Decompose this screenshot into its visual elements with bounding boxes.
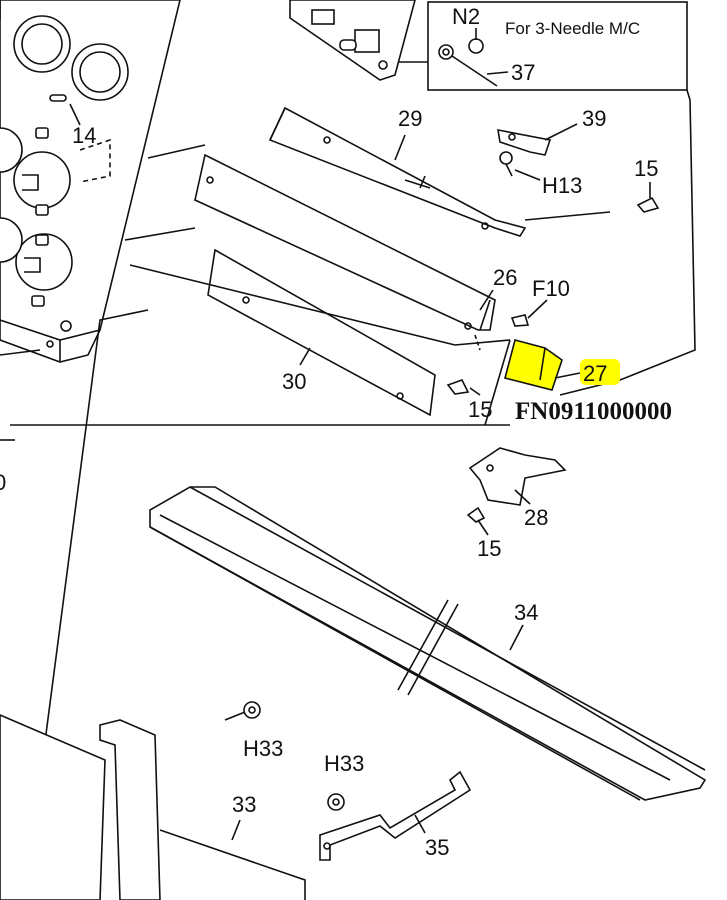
- label-h33-b: H33: [324, 751, 364, 776]
- label-14: 14: [72, 123, 96, 148]
- label-15-top: 15: [634, 156, 658, 181]
- control-panel: [0, 0, 181, 441]
- inset-box: [398, 1, 696, 396]
- part-27-label-highlight: [580, 359, 620, 385]
- label-15-mid: 15: [468, 397, 492, 422]
- callout-labels: N2 For 3-Needle M/C 37 14 29 39 H13 15 2…: [0, 4, 672, 860]
- inset-note: For 3-Needle M/C: [505, 19, 640, 38]
- part-33: [0, 714, 306, 900]
- part-28: [468, 339, 567, 506]
- catalog-code: FN0911000000: [515, 398, 672, 425]
- part-39: [497, 128, 552, 156]
- label-33: 33: [232, 792, 256, 817]
- label-39: 39: [582, 106, 606, 131]
- label-34: 34: [514, 600, 538, 625]
- part-26: [194, 153, 496, 351]
- label-h13: H13: [542, 173, 582, 198]
- label-27: 27: [583, 361, 607, 386]
- label-26: 26: [493, 265, 517, 290]
- part-34: [149, 486, 707, 801]
- screw-h33-b: [327, 793, 345, 811]
- screw-15-mid: [446, 379, 470, 395]
- screw-h33-a: [243, 701, 261, 719]
- screw-15-top: [636, 196, 660, 213]
- leader-lines: [224, 123, 651, 841]
- label-28: 28: [524, 505, 548, 530]
- label-h33-a: H33: [243, 736, 283, 761]
- screw-15-low: [466, 506, 486, 523]
- part-29: [268, 106, 527, 237]
- label-37: 37: [511, 60, 535, 85]
- part-30: [207, 248, 436, 417]
- screw-f10: [510, 314, 530, 327]
- top-bracket: [289, 0, 416, 81]
- label-29: 29: [398, 106, 422, 131]
- guide-lines: [10, 144, 611, 781]
- label-30: 30: [282, 369, 306, 394]
- part-35: [319, 770, 472, 861]
- label-n2: N2: [452, 4, 480, 29]
- part-27-highlighted: [504, 339, 620, 391]
- label-f10: F10: [532, 276, 570, 301]
- screw-h13: [499, 151, 513, 177]
- label-15-low: 15: [477, 536, 501, 561]
- label-35: 35: [425, 835, 449, 860]
- label-edge-fragment: 0: [0, 470, 6, 495]
